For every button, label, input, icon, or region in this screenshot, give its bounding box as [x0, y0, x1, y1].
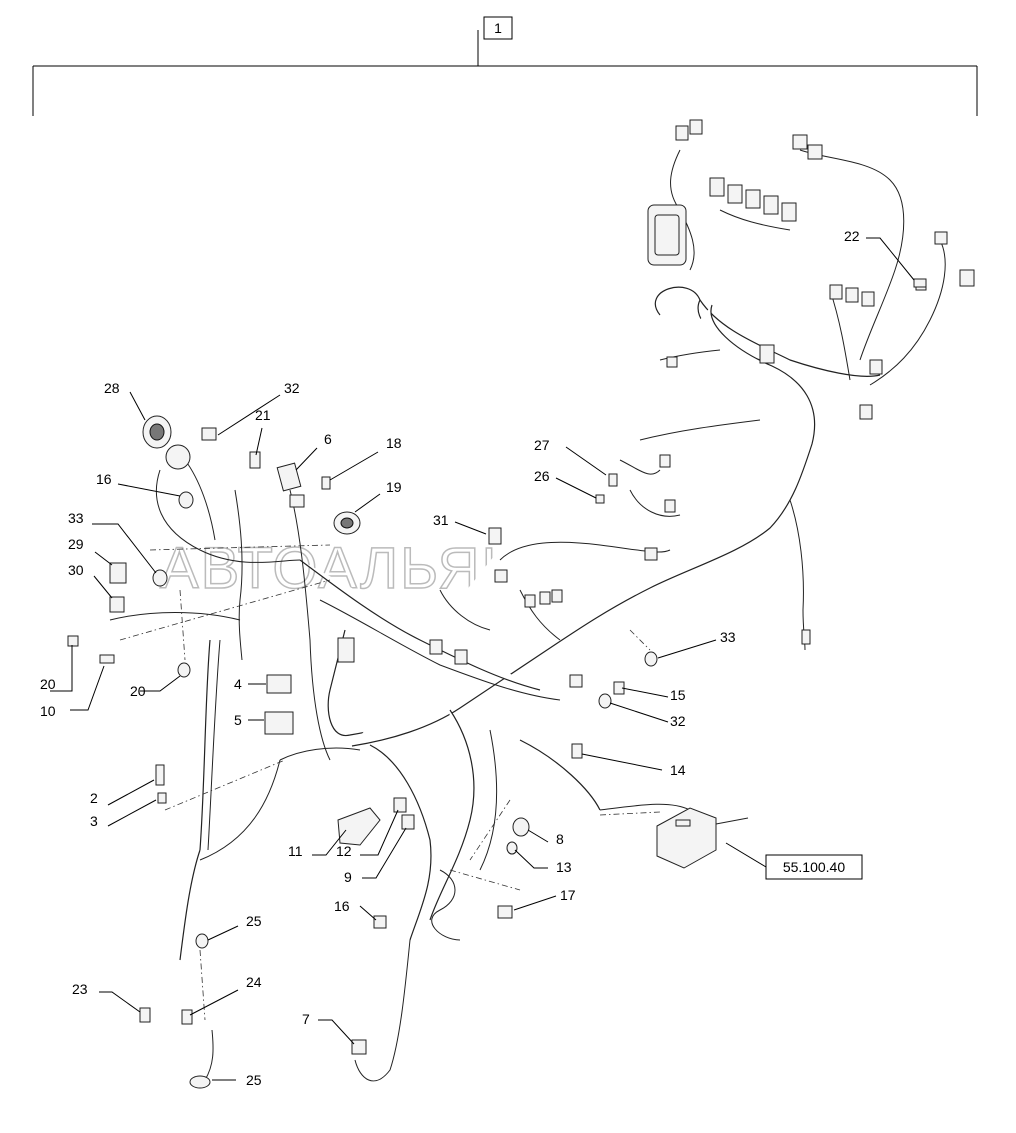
part-6-relay-connector	[276, 462, 302, 492]
assembly-callout: 1	[32, 16, 978, 116]
part-16-grommet	[178, 491, 194, 509]
part-26-terminal	[595, 494, 605, 504]
callout-27: 27	[534, 437, 550, 453]
part-11-bracket	[337, 807, 381, 846]
assembly-number: 1	[494, 20, 502, 36]
callout-25-sensor: 25	[246, 1072, 262, 1088]
part-33-grommet-right	[644, 651, 658, 667]
callout-23: 23	[72, 981, 88, 997]
part-32-connector-top	[201, 427, 217, 441]
callout-9: 9	[344, 869, 352, 885]
part-12-connector	[393, 797, 407, 813]
callout-3: 3	[90, 813, 98, 829]
part-22-terminal	[913, 278, 927, 288]
part-5-relay	[264, 711, 294, 735]
part-33-grommet	[152, 569, 168, 587]
callout-33-right: 33	[720, 629, 736, 645]
callout-22: 22	[844, 228, 860, 244]
part-24-connector	[181, 1009, 193, 1025]
part-28-round-connector	[142, 415, 191, 470]
callout-32: 32	[284, 380, 300, 396]
part-32-connector-right	[598, 693, 612, 709]
callout-21: 21	[255, 407, 271, 423]
leader-lines	[50, 237, 915, 1081]
callout-10: 10	[40, 703, 56, 719]
callout-8: 8	[556, 831, 564, 847]
callout-24: 24	[246, 974, 262, 990]
callout-15: 15	[670, 687, 686, 703]
reference-label: 55.100.40	[783, 859, 845, 875]
left-harness-branches	[109, 459, 331, 761]
part-20-grommet	[177, 662, 191, 678]
part-17-clip	[497, 905, 513, 919]
main-harness	[179, 286, 881, 1082]
callout-7: 7	[302, 1011, 310, 1027]
callout-6: 6	[324, 431, 332, 447]
position-lines	[119, 544, 661, 1021]
part-16-clip-bottom	[373, 915, 387, 929]
callout-17: 17	[560, 887, 576, 903]
part-23-connector	[139, 1007, 151, 1023]
part-31-connector	[488, 527, 502, 545]
part-29-connector	[109, 562, 127, 584]
part-27-terminal	[608, 473, 618, 487]
callout-26: 26	[534, 468, 550, 484]
callout-2: 2	[90, 790, 98, 806]
part-21-connector	[249, 451, 261, 469]
reference-box: 55.100.40	[765, 854, 863, 880]
part-3-fuse-holder	[157, 792, 167, 804]
callout-20: 20	[40, 676, 56, 692]
part-25-grommet-top	[195, 933, 209, 949]
callout-12: 12	[336, 843, 352, 859]
part-7-connector	[351, 1039, 367, 1055]
part-4-relay	[266, 674, 292, 694]
callout-32-right: 32	[670, 713, 686, 729]
callout-25: 25	[246, 913, 262, 929]
callout-33: 33	[68, 510, 84, 526]
callout-11: 11	[288, 843, 303, 859]
callout-16-bottom: 16	[334, 898, 350, 914]
callout-29: 29	[68, 536, 84, 552]
part-10-clip	[99, 654, 115, 664]
connector-cluster-center	[289, 454, 811, 688]
callout-20-grommet: 20	[130, 683, 146, 699]
part-14-clip	[571, 743, 583, 759]
callout-28: 28	[104, 380, 120, 396]
part-control-module	[656, 807, 749, 869]
callout-31: 31	[433, 512, 449, 528]
callout-18: 18	[386, 435, 402, 451]
part-2-fuse	[155, 764, 165, 786]
part-25-sensor	[189, 1029, 214, 1089]
part-9-connector	[401, 814, 415, 830]
callout-13: 13	[556, 859, 572, 875]
callout-30: 30	[68, 562, 84, 578]
callout-16: 16	[96, 471, 112, 487]
part-20-clip-left	[67, 635, 79, 647]
part-13-grommet	[506, 841, 518, 855]
part-19-round-connector	[333, 511, 361, 535]
callout-5: 5	[234, 712, 242, 728]
part-18-plug	[321, 476, 331, 490]
callout-14: 14	[670, 762, 686, 778]
callout-19: 19	[386, 479, 402, 495]
part-8-grommet	[512, 817, 530, 837]
part-30-connector	[109, 596, 125, 613]
callout-4: 4	[234, 676, 242, 692]
callout-numbers: 28 32 21 6 18 19 16 33 29 30 20 10 20 4 …	[40, 228, 860, 1088]
connector-cluster-top	[647, 119, 975, 420]
